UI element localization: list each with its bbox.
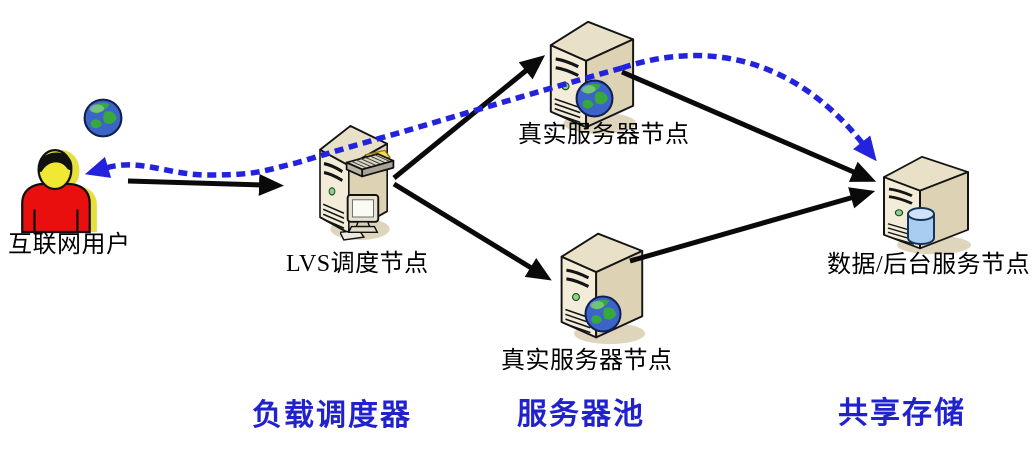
database-cylinder-icon	[906, 206, 936, 246]
user-icon	[16, 142, 98, 234]
globe-icon	[574, 78, 615, 119]
arrow-bottom-server-to-backend	[629, 187, 876, 264]
zone-label-shared-storage: 共享存储	[838, 397, 966, 430]
desktop-pc-icon	[340, 193, 384, 241]
switch-icon	[344, 147, 396, 185]
globe-icon	[583, 294, 623, 334]
internet-user-label: 互联网用户	[8, 232, 131, 258]
real-server-bottom-label: 真实服务器节点	[501, 348, 673, 374]
zone-label-load-scheduler: 负载调度器	[252, 399, 412, 432]
lvs-director-label: LVS调度节点	[286, 251, 429, 277]
real-server-top-label: 真实服务器节点	[518, 122, 690, 148]
arrow-user-to-lvs	[127, 173, 284, 196]
arrow-lvs-to-top-server	[392, 55, 546, 180]
zone-label-server-pool: 服务器池	[517, 398, 645, 431]
backend-server-label: 数据/后台服务节点	[827, 252, 1031, 278]
globe-icon	[82, 97, 124, 139]
